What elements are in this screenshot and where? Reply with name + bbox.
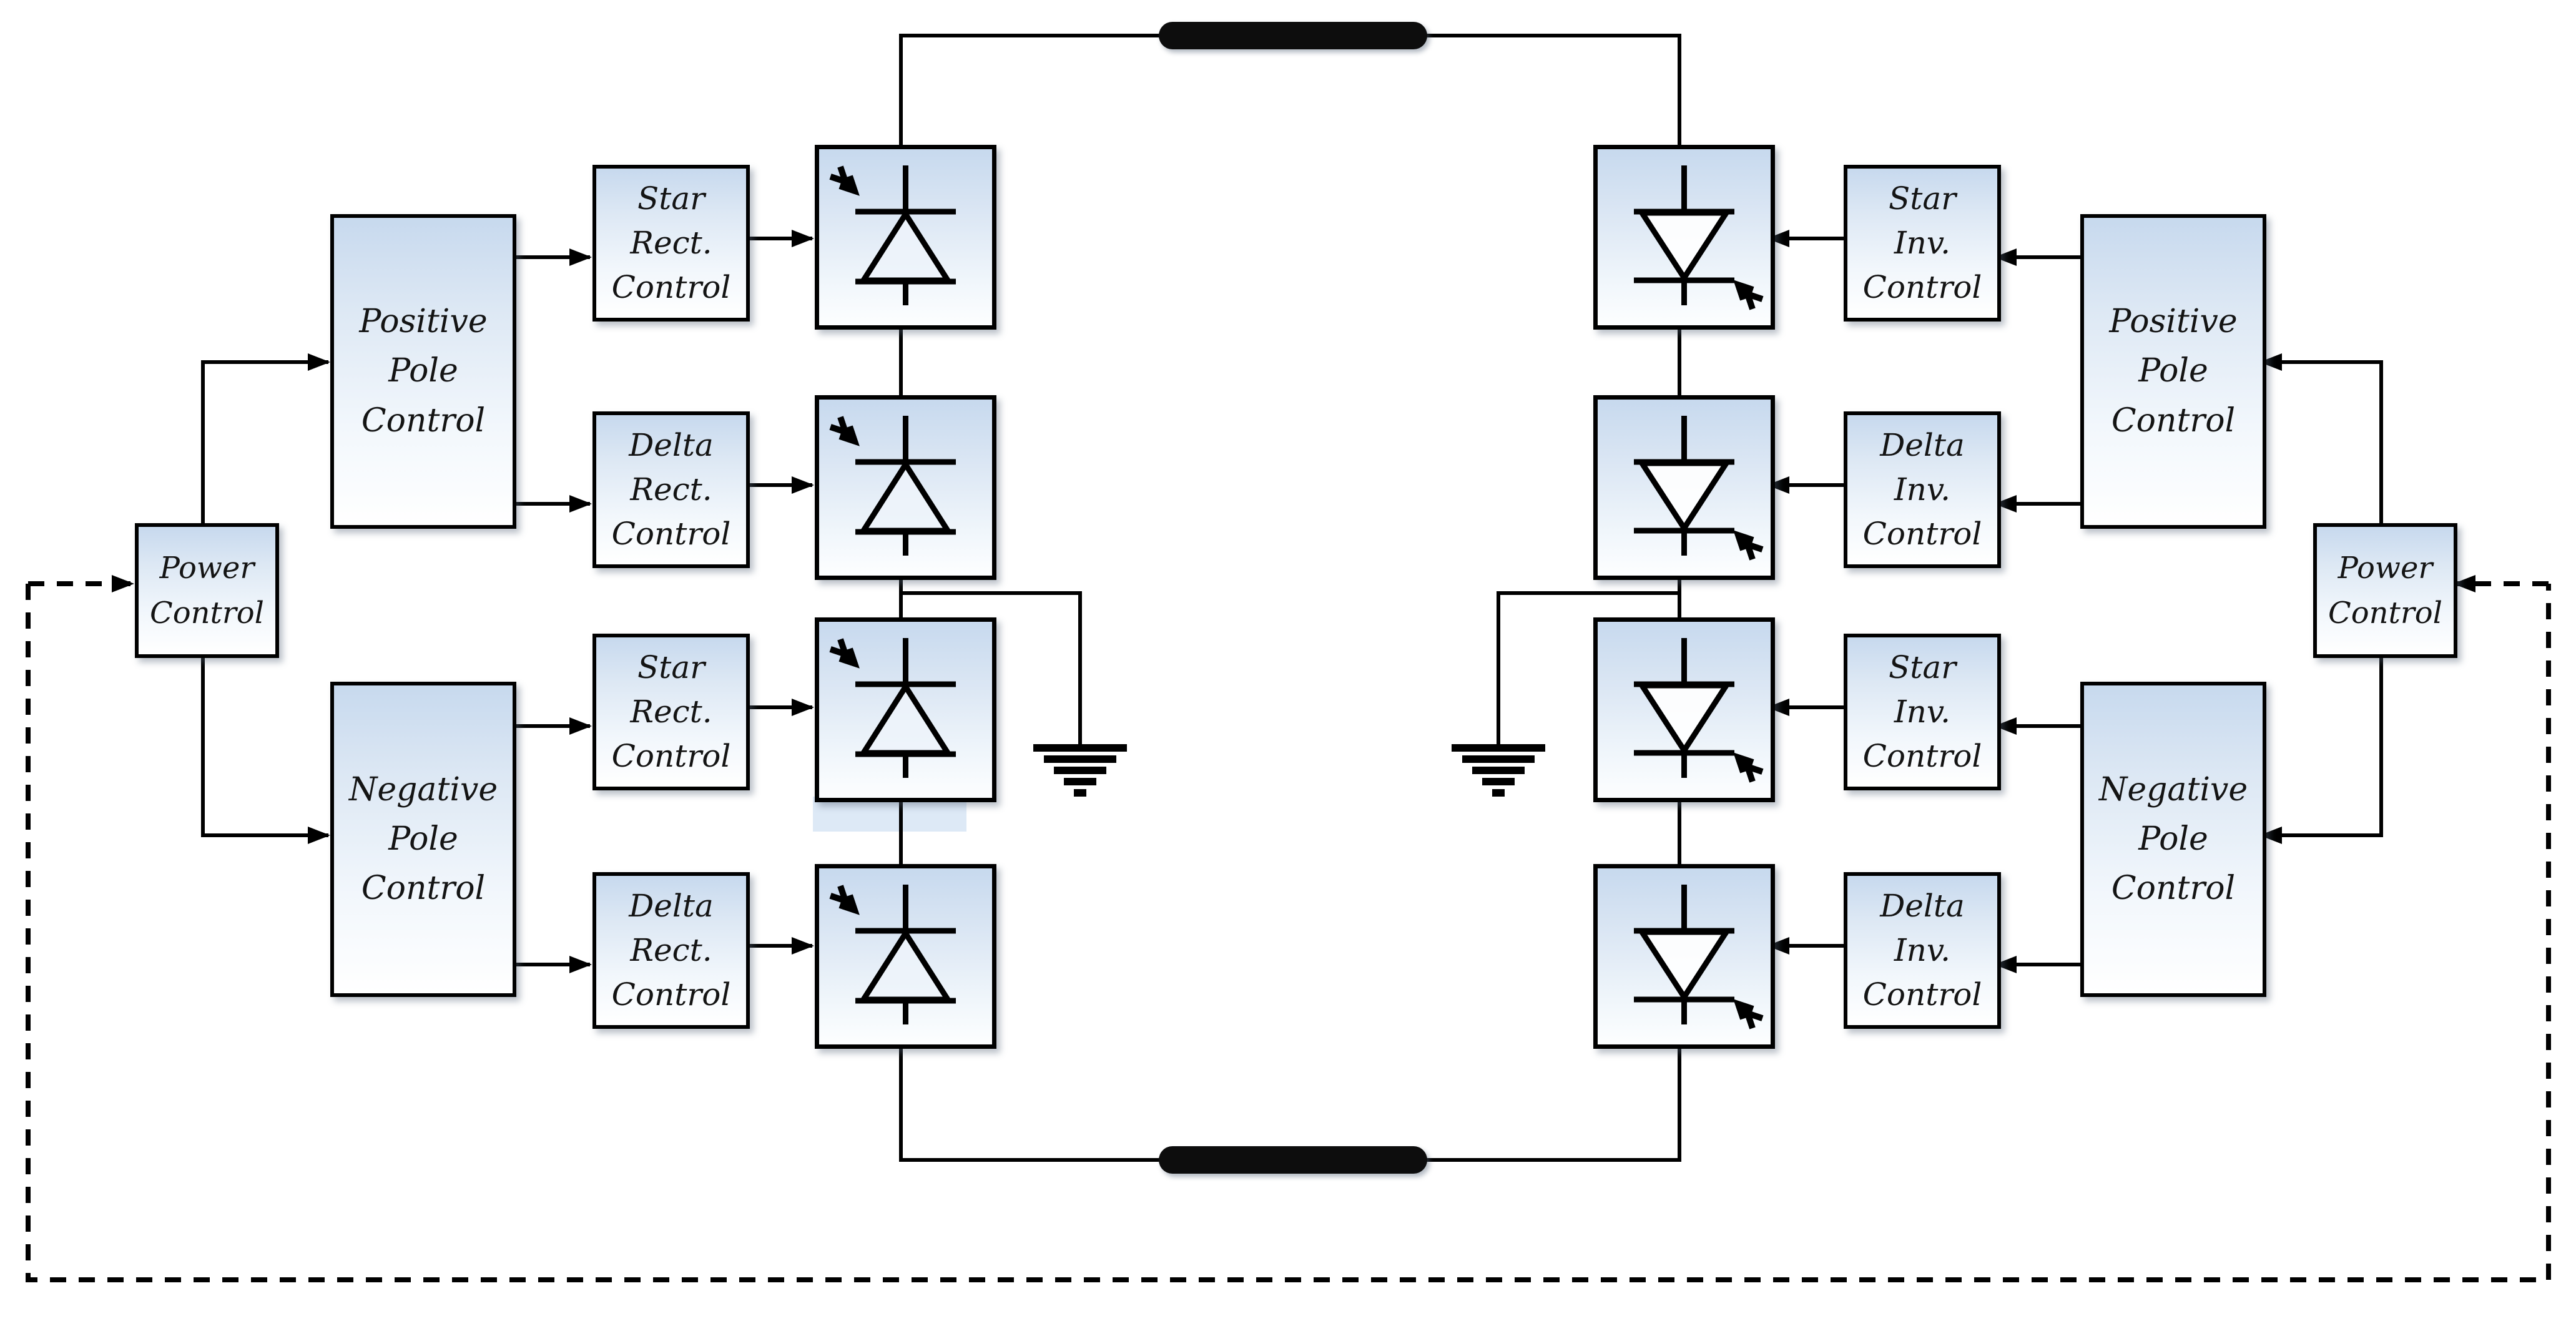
faint-blue-strip	[813, 797, 966, 832]
rectifier-valve-3	[815, 617, 996, 802]
double-chevron-icon	[829, 638, 860, 669]
dc-line-top	[899, 34, 1681, 145]
control-signal-arrows	[201, 230, 2383, 973]
double-chevron-icon	[829, 416, 860, 446]
earth-ground-icon	[1452, 744, 1545, 752]
star-rect-control-box-bottom: Star Rect. Control	[592, 634, 750, 790]
negative-pole-control-box-right: Negative Pole Control	[2080, 682, 2266, 997]
star-inv-control-box-top: Star Inv. Control	[1844, 165, 2001, 322]
positive-pole-control-box-left: Positive Pole Control	[330, 214, 516, 529]
ground-branch-right	[1497, 591, 1679, 744]
arrow-power-to-pospole-right	[2259, 353, 2383, 523]
arrow-power-to-pospole-left	[201, 353, 330, 523]
thyristor-valve-up-icon	[829, 885, 956, 1024]
thyristor-valve-up-icon	[829, 165, 956, 305]
inverter-valve-1	[1593, 145, 1775, 330]
thyristor-valve-down-icon	[1634, 416, 1764, 561]
dashed-loop-path	[26, 584, 2551, 1282]
earth-ground-right	[1452, 744, 1545, 797]
thyristor-valve-down-icon	[1634, 885, 1764, 1029]
plain-wires	[899, 34, 1681, 1162]
rectifier-valve-1	[815, 145, 996, 330]
ground-branch-left	[901, 591, 1082, 744]
positive-pole-control-box-right: Positive Pole Control	[2080, 214, 2266, 529]
double-chevron-icon	[829, 165, 860, 196]
dc-transmission-bar-icon	[1159, 1146, 1427, 1174]
negative-pole-control-box-left: Negative Pole Control	[330, 682, 516, 997]
dc-transmission-bars	[1159, 22, 1427, 1174]
earth-ground-icon	[1033, 744, 1127, 752]
rectifier-valve-4	[815, 864, 996, 1049]
arrow-power-to-negpole-left	[201, 651, 330, 844]
delta-rect-control-box-bottom: Delta Rect. Control	[592, 872, 750, 1029]
double-chevron-icon	[1733, 752, 1764, 783]
rectifier-valve-2	[815, 395, 996, 580]
delta-rect-control-box-top: Delta Rect. Control	[592, 411, 750, 568]
arrow-power-to-negpole-right	[2259, 651, 2383, 844]
inverter-valve-4	[1593, 864, 1775, 1049]
double-chevron-icon	[1733, 999, 1764, 1029]
thyristor-valve-up-icon	[829, 416, 956, 556]
double-chevron-icon	[829, 885, 860, 915]
thyristor-valve-down-icon	[1634, 638, 1764, 783]
double-chevron-icon	[1733, 280, 1764, 310]
earth-ground-left	[1033, 744, 1127, 797]
inverter-valve-2	[1593, 395, 1775, 580]
delta-inv-control-box-top: Delta Inv. Control	[1844, 411, 2001, 568]
dc-transmission-bar-icon	[1159, 22, 1427, 49]
power-control-box-left: Power Control	[135, 523, 279, 658]
star-inv-control-box-bottom: Star Inv. Control	[1844, 634, 2001, 790]
power-control-box-right: Power Control	[2313, 523, 2457, 658]
dc-line-bottom	[899, 1040, 1681, 1162]
double-chevron-icon	[1733, 530, 1764, 561]
star-rect-control-box-top: Star Rect. Control	[592, 165, 750, 322]
dashed-feedback-loop	[26, 575, 2551, 1282]
delta-inv-control-box-bottom: Delta Inv. Control	[1844, 872, 2001, 1029]
thyristor-valve-down-icon	[1634, 165, 1764, 310]
inverter-valve-3	[1593, 617, 1775, 802]
thyristor-valve-up-icon	[829, 638, 956, 778]
